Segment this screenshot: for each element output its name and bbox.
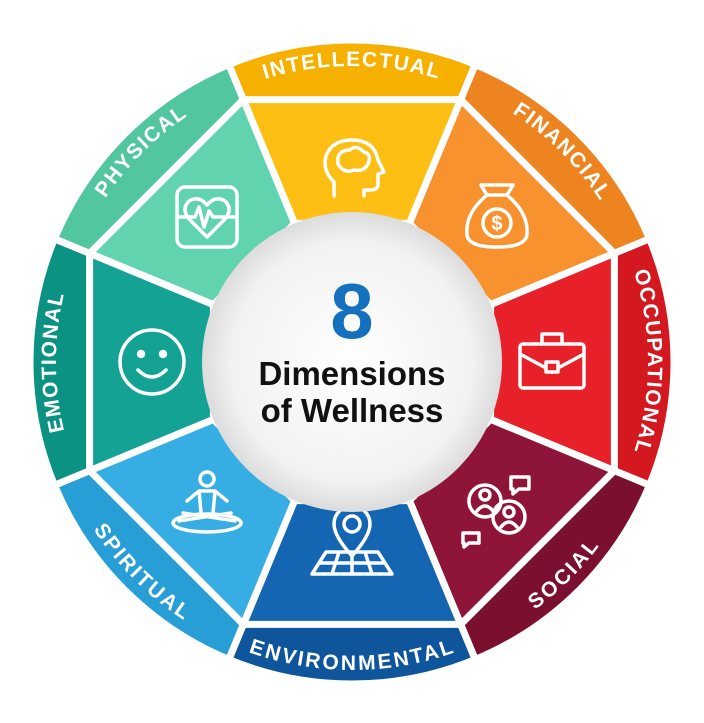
segment-spiritual: SPIRITUAL: [51, 415, 299, 663]
segment-social: SOCIAL: [405, 415, 653, 663]
center-disc: [202, 212, 502, 512]
brain-head-icon: [323, 138, 386, 198]
center-number: 8: [330, 267, 373, 355]
segment-occupational: OCCUPATIONAL: [487, 235, 678, 489]
segment-environmental: ENVIRONMENTAL: [225, 497, 479, 688]
meditation-icon: [171, 470, 243, 534]
svg-text:$: $: [491, 213, 502, 235]
briefcase-icon: [518, 332, 586, 390]
smiley-icon: [118, 328, 186, 396]
segment-emotional: EMOTIONAL: [26, 235, 217, 489]
segment-band-physical: [51, 61, 247, 257]
people-chat-icon: [461, 475, 531, 549]
center-title-line2: of Wellness: [261, 392, 444, 429]
heart-monitor-icon: [175, 185, 239, 249]
center-title-line1: Dimensions: [258, 355, 445, 392]
money-bag-icon: $: [465, 183, 529, 249]
